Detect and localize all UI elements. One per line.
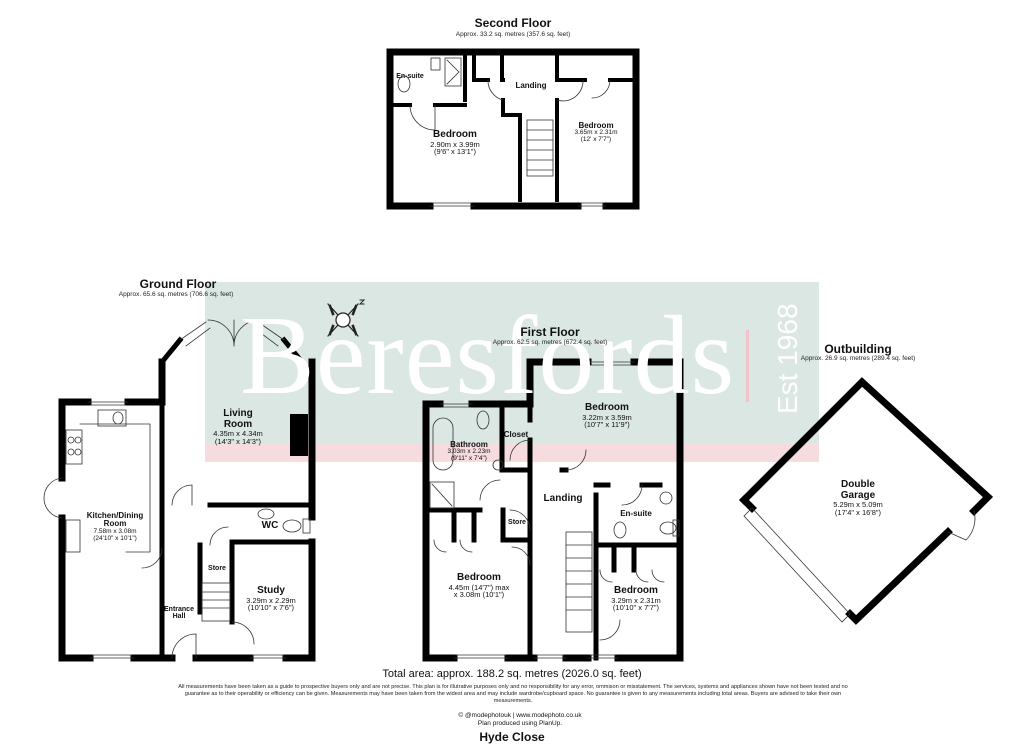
watermark-established: Est 1968: [772, 303, 803, 414]
second-floor-area: Approx. 33.2 sq. metres (357.6 sq. feet): [455, 31, 571, 38]
watermark-brand: Beresfords: [240, 294, 736, 418]
first-floor-area: Approx. 62.5 sq. metres (672.4 sq. feet): [492, 339, 608, 346]
credit-line-2: Plan produced using PlanUp.: [477, 720, 563, 728]
watermark-band: [205, 443, 819, 462]
outbuilding-area: Approx. 26.9 sq. metres (289.4 sq. feet): [800, 355, 916, 362]
room-second-ensuite: En-suite: [396, 73, 424, 80]
ground-floor-title: Ground Floor: [139, 277, 217, 291]
disclaimer-text: All measurements have been taken as a gu…: [178, 684, 848, 704]
compass-icon: [327, 299, 366, 337]
room-ground-store: Store: [208, 565, 226, 572]
room-first-landing: Landing: [543, 493, 583, 504]
ground-floor-walls: [58, 358, 316, 662]
room-closet: Closet: [503, 430, 529, 439]
first-floor-title: First Floor: [520, 325, 580, 339]
outbuilding-walls: [739, 377, 994, 625]
room-wc: WC: [261, 520, 279, 531]
room-second-landing: Landing: [515, 81, 547, 90]
outbuilding-title: Outbuilding: [824, 342, 892, 356]
property-address: Hyde Close: [479, 730, 545, 744]
room-first-store: Store: [508, 519, 526, 526]
second-floor-title: Second Floor: [474, 16, 552, 30]
ground-floor-area: Approx. 65.6 sq. metres (706.6 sq. feet): [118, 291, 234, 298]
credit: © @modephotouk | www.modephoto.co.uk Pla…: [458, 712, 581, 729]
watermark-divider: [746, 330, 749, 402]
credit-line-1: © @modephotouk | www.modephoto.co.uk: [458, 712, 582, 719]
total-area: Total area: approx. 188.2 sq. metres (20…: [382, 668, 642, 680]
room-first-ensuite: En-suite: [620, 509, 652, 518]
